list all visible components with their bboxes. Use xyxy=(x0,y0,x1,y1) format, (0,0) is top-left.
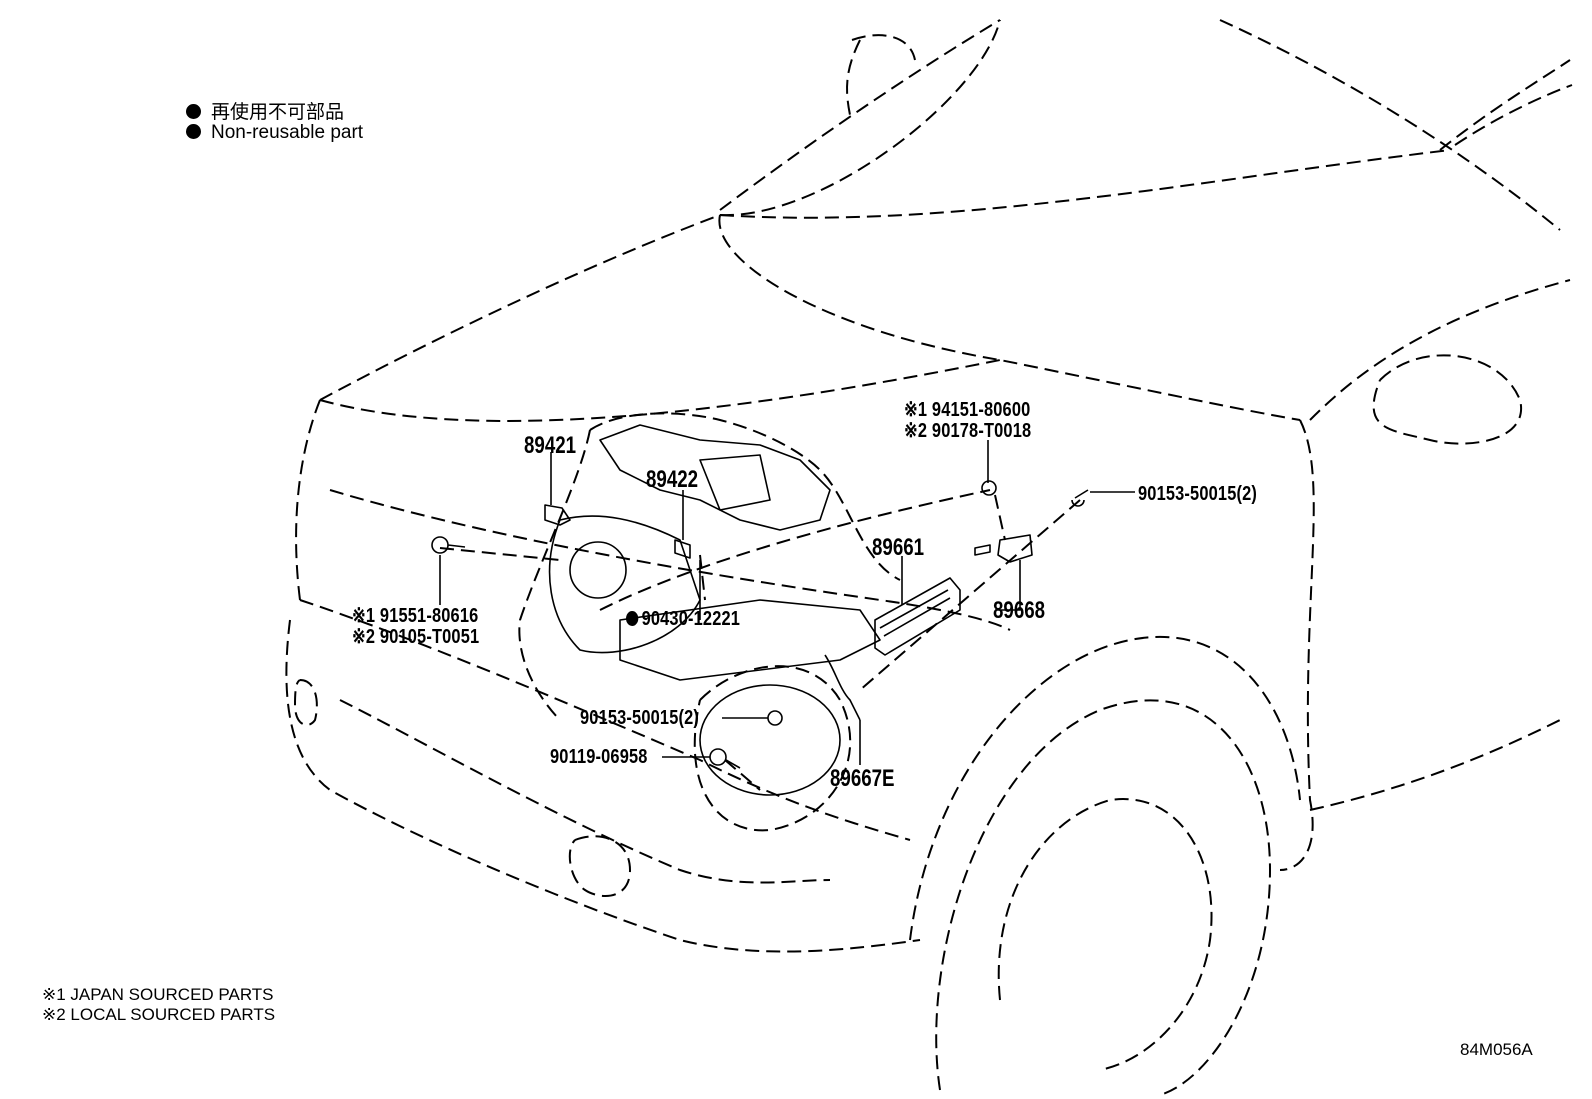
tire-inner xyxy=(997,798,1213,1071)
engine-lower-detail xyxy=(619,599,881,681)
engine-pulley xyxy=(569,541,627,599)
crank-sensor xyxy=(544,504,571,526)
hood-center-crease xyxy=(846,39,861,116)
leader-89668 xyxy=(995,560,1021,611)
leader-89422 xyxy=(699,554,706,601)
bolt-90119 xyxy=(709,748,741,769)
windshield-outline xyxy=(719,19,1001,211)
engine-outline xyxy=(589,412,901,581)
bolt-left xyxy=(431,536,466,554)
roof-outline xyxy=(1219,19,1561,231)
bolt-clip xyxy=(981,480,997,496)
sensor-wire xyxy=(824,654,861,721)
callout-90119-06958[interactable]: 90119-06958 xyxy=(550,746,648,768)
front-upper-line xyxy=(295,399,321,601)
footnote-local-sourced: ※2 LOCAL SOURCED PARTS xyxy=(42,1005,276,1024)
callout-89667e[interactable]: 89667E xyxy=(830,765,895,792)
door-line xyxy=(1309,279,1571,421)
transmission-outline xyxy=(693,665,852,832)
fog-lamp-outline xyxy=(568,835,631,897)
hood-side-edge xyxy=(718,214,1301,421)
engine-left-side xyxy=(518,429,591,721)
ecu-body xyxy=(874,577,961,656)
footnote-japan-sourced: ※1 JAPAN SOURCED PARTS xyxy=(42,985,274,1004)
flywheel-circle xyxy=(699,684,841,796)
side-lamp-outline xyxy=(294,679,318,726)
a-pillar-inner xyxy=(1454,84,1573,146)
body-sill-line xyxy=(1309,719,1561,811)
cam-sensor xyxy=(674,539,691,559)
a-pillar-outline xyxy=(1439,59,1571,151)
ecu-connector xyxy=(879,589,951,637)
callout-89421[interactable]: 89421 xyxy=(524,432,577,459)
hood-rear-edge xyxy=(719,149,1451,219)
fender-outline xyxy=(1279,419,1315,871)
engine-block-detail xyxy=(548,515,701,654)
legend-non-reusable-jp: 再使用不可部品 xyxy=(186,97,344,124)
bolt-lower-left xyxy=(767,710,783,726)
illustration-code: 84M056A xyxy=(1460,1040,1533,1059)
callout-89661[interactable]: 89661 xyxy=(872,534,925,561)
callout-90430-12221[interactable]: 90430-12221 xyxy=(626,608,740,631)
front-bumper-upper xyxy=(299,599,911,841)
headlight-outline xyxy=(329,489,1011,631)
leader-engine-line xyxy=(439,489,991,611)
leader-90119 xyxy=(724,759,761,791)
callout-90153-50015-left[interactable]: 90153-50015(2) xyxy=(580,707,700,729)
hood-top-outline xyxy=(319,19,1001,401)
leader-ecu-line xyxy=(859,499,1081,691)
hood-badge-outline xyxy=(851,34,916,61)
engine-head-detail xyxy=(599,424,831,531)
callout-89422[interactable]: 89422 xyxy=(646,466,699,493)
front-bumper-outline xyxy=(285,619,921,953)
hood-front-edge xyxy=(319,359,1001,422)
callout-90105-t0051[interactable]: ※2 90105-T0051 xyxy=(352,626,480,648)
non-reusable-dot-icon xyxy=(186,104,201,119)
legend-non-reusable-en: Non-reusable part xyxy=(186,122,363,144)
callout-90178-t0018[interactable]: ※2 90178-T0018 xyxy=(904,420,1032,442)
bracket-tab xyxy=(974,544,991,556)
wheel-arch-outline xyxy=(909,635,1301,941)
mirror-outline xyxy=(1372,354,1523,445)
ecu-bracket xyxy=(997,534,1033,563)
tire-outer xyxy=(935,699,1271,1096)
callout-91551-80616[interactable]: ※1 91551-80616 xyxy=(352,605,479,627)
leader-bracket-line xyxy=(994,494,1006,541)
non-reusable-dot-icon xyxy=(186,124,201,139)
bolt-right xyxy=(1071,489,1089,507)
callout-90153-50015-right[interactable]: 90153-50015(2) xyxy=(1138,483,1258,505)
callout-89668[interactable]: 89668 xyxy=(993,597,1046,624)
callout-94151-80600[interactable]: ※1 94151-80600 xyxy=(904,399,1031,421)
engine-intake-detail xyxy=(699,454,771,511)
non-reusable-dot-icon xyxy=(626,611,639,626)
